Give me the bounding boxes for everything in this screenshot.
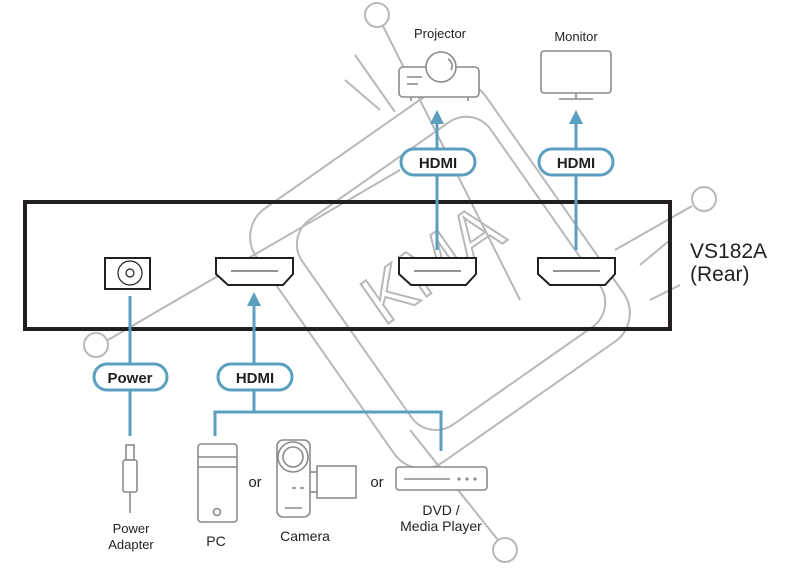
watermark-line: [639, 239, 671, 266]
camera-label: Camera: [280, 528, 330, 544]
monitor-icon: [540, 50, 612, 100]
arrow-up-icon: [247, 292, 261, 306]
watermark-line: [107, 169, 401, 341]
watermark-circle-bottom: [492, 537, 518, 563]
watermark-line: [354, 54, 396, 113]
watermark-frame-inner: [295, 115, 607, 431]
arrow-up-icon: [569, 110, 583, 124]
power-adapter-icon: [122, 444, 138, 513]
projector-icon: [398, 51, 480, 101]
svg-text:HDMI: HDMI: [557, 155, 595, 172]
watermark-line: [344, 79, 381, 111]
watermark-circle-top: [364, 2, 390, 28]
dvd-player-icon: [395, 466, 488, 491]
pc-icon: [197, 443, 238, 523]
cable-label-hdmi-input: HDMI: [216, 362, 294, 392]
device-view: (Rear): [690, 263, 750, 286]
device-rear-panel: [23, 200, 672, 331]
watermark-line: [649, 284, 681, 301]
pc-label: PC: [206, 533, 225, 549]
dvd-label-line1: DVD /: [422, 502, 459, 518]
svg-text:Power: Power: [107, 370, 152, 387]
arrow-up-icon: [430, 110, 444, 124]
hdmi-output-port-2: [537, 257, 616, 286]
hdmi-input-port: [215, 257, 294, 286]
watermark-frame-outer: [249, 80, 631, 470]
cable-label-output-1: HDMI: [399, 147, 477, 177]
svg-text:HDMI: HDMI: [236, 370, 274, 387]
watermark-circle-left: [83, 332, 109, 358]
projector-label: Projector: [414, 26, 467, 41]
or-separator-2: or: [370, 474, 383, 491]
watermark-line: [614, 205, 693, 251]
or-separator-1: or: [248, 474, 261, 491]
cable-label-power: Power: [92, 362, 169, 392]
power-port: [104, 257, 151, 290]
device-name: VS182A: [690, 240, 767, 263]
dvd-label-line2: Media Player: [400, 518, 482, 534]
power-adapter-label-line2: Adapter: [108, 537, 154, 552]
power-adapter-label-line1: Power: [113, 521, 151, 536]
watermark-circle-right: [691, 186, 717, 212]
cable-hdmi-branch: [213, 410, 443, 451]
svg-text:HDMI: HDMI: [419, 155, 457, 172]
monitor-label: Monitor: [554, 29, 598, 44]
hdmi-output-port-1: [398, 257, 477, 286]
cable-label-output-2: HDMI: [537, 147, 615, 177]
camera-icon: [276, 439, 357, 518]
